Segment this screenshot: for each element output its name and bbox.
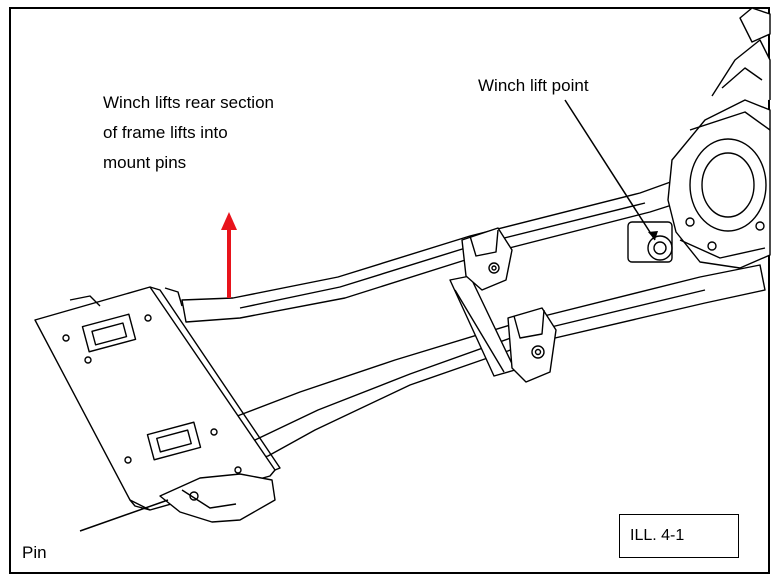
- pin-leader: [79, 499, 169, 532]
- winch-lift-ring: [627, 221, 673, 263]
- lift-arrow: [221, 212, 237, 298]
- winch-lift-annotation: Winch lifts rear section of frame lifts …: [103, 88, 363, 178]
- lower-clamp: [507, 307, 557, 383]
- upper-clamp: [461, 227, 513, 291]
- lift-note-line-2: of frame lifts into: [103, 123, 228, 142]
- pin-bracket: [159, 473, 276, 523]
- lower-rail: [231, 264, 766, 463]
- lift-note-line-3: mount pins: [103, 153, 187, 172]
- lift-note-line-1: Winch lifts rear section: [103, 93, 274, 112]
- winch-point-arrowhead: [648, 231, 658, 240]
- winch-point-leader: [564, 99, 656, 241]
- winch-lift-point-label: Winch lift point: [478, 76, 589, 95]
- illustration-id: ILL. 4-1: [630, 527, 685, 544]
- rear-plate: [34, 286, 281, 511]
- pin-label: Pin: [22, 543, 47, 562]
- illustration-id-box: ILL. 4-1: [619, 514, 739, 558]
- winch-mount: [667, 7, 771, 269]
